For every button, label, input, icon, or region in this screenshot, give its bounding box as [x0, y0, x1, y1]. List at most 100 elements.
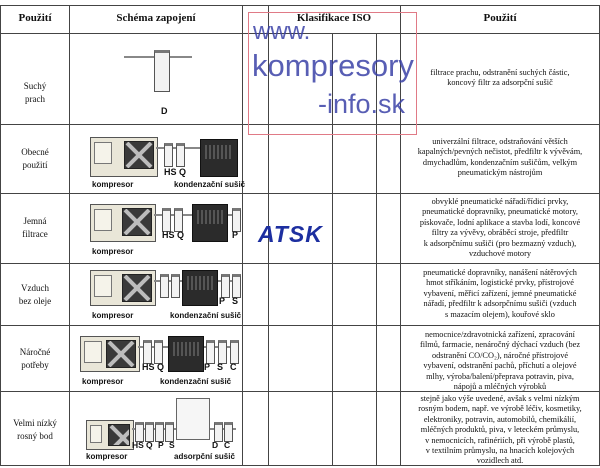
purpose-row6-line6: v textilním průmyslu, na hnacích kolejov… [425, 446, 575, 456]
use-row1-line1: Suchý [23, 81, 47, 91]
compressor-icon [80, 336, 140, 372]
code-s: S [217, 362, 224, 372]
filter-icon [176, 143, 185, 167]
purpose-row5-line1: nemocnice/zdravotnická zařízení, zpracov… [425, 330, 575, 339]
filter-icon [214, 422, 223, 442]
atsk-logo: ATSK [258, 221, 323, 247]
diagram-row4: P S kompresor kondenzační sušič [72, 264, 241, 325]
purpose-row2-line3: dmychadlům, kondenzačním sušičům, velkým [422, 157, 578, 167]
rule-top [0, 5, 600, 6]
label-compressor: kompresor [82, 377, 124, 386]
code-p: P [219, 296, 226, 306]
code-q: Q [177, 230, 185, 240]
adsorption-dryer-icon [176, 398, 210, 440]
filter-icon [224, 422, 233, 442]
purpose-row5-line5: mlhy, výroba/balení/přeprava potravin, p… [426, 371, 574, 381]
purpose-row1-line2: koncový filtr za adsorpční sušič [447, 78, 553, 88]
purpose-row3-line4: filtry za vývěvy, obráběcí stroje, předf… [431, 228, 569, 238]
compressor-icon [90, 270, 156, 306]
label-compressor: kompresor [92, 247, 134, 256]
compressor-icon [90, 137, 158, 177]
compressor-icon [90, 204, 156, 242]
header-purpose: Použití [483, 12, 517, 24]
watermark-domain: kompresory [252, 48, 414, 83]
rule-row3 [0, 263, 600, 264]
compressor-panel [90, 425, 102, 443]
rule-iso-a [268, 5, 269, 466]
diagram-row1: D [72, 34, 239, 124]
label-dryer: kondenzační sušič [174, 180, 246, 189]
use-row3: Jemná filtrace [2, 215, 68, 241]
rule-row2 [0, 193, 600, 194]
rule-row4 [0, 325, 600, 326]
purpose-row4-line3: vybavení, měřicí zařízení, jemné pneumat… [423, 288, 577, 298]
purpose-row3-line5: k adsorpčnímu sušiči (pro bezmazný vzduc… [423, 238, 577, 248]
filter-icon [165, 422, 174, 442]
watermark-frame [248, 12, 417, 135]
label-compressor: kompresor [86, 452, 128, 461]
compressor-fan [106, 340, 136, 368]
compressor-panel [94, 209, 112, 231]
code-q: Q [146, 440, 153, 450]
label-ads-dryer: adsorpční sušič [174, 452, 235, 461]
purpose-row6-line1: stejně jako výše uvedené, avšak s velmi … [420, 394, 580, 403]
purpose-row6: stejně jako výše uvedené, avšak s velmi … [403, 394, 597, 467]
use-row6-line2: rosný bod [17, 431, 53, 441]
filter-icon [145, 422, 154, 442]
purpose-row2: univerzální filtrace, odstraňování větší… [403, 137, 597, 179]
use-row4: Vzduch bez oleje [2, 282, 68, 308]
header-iso: Klasifikace ISO [296, 12, 372, 24]
watermark-tld: -info.sk [318, 89, 406, 119]
code-hs: HS [162, 230, 175, 240]
code-d: D [212, 440, 219, 450]
purpose-row5-line4: vybavení, odstranění pachů, příchutí a o… [423, 361, 577, 371]
purpose-row4-line4: nářadí, předfiltr k adsorpčnímu sušiči (… [423, 299, 577, 309]
filter-icon [154, 50, 170, 92]
compressor-fan [108, 424, 130, 446]
code-p: P [232, 230, 239, 240]
filter-icon [162, 208, 171, 232]
compressor-fan [124, 141, 154, 169]
use-row4-line1: Vzduch [21, 283, 49, 293]
use-row4-line2: bez oleje [18, 296, 52, 306]
purpose-row4-line2: hmot stříkáním, logistické prvky, přístr… [426, 278, 574, 288]
rule-header [0, 33, 600, 34]
use-row1: Suchý prach [2, 80, 68, 106]
compressor-panel [84, 341, 102, 363]
watermark-www: www. [253, 18, 311, 45]
purpose-row2-line1: univerzální filtrace, odstraňování větší… [432, 137, 568, 146]
use-row2-line2: použití [22, 160, 48, 170]
compressor-panel [94, 275, 112, 297]
rule-left [0, 5, 1, 466]
use-row3-line2: filtrace [22, 229, 48, 239]
purpose-row6-line3: elektroniky, potravin, automobilů, chemi… [423, 414, 577, 424]
code-p: P [204, 362, 211, 372]
filter-icon [155, 422, 164, 442]
filter-icon [160, 274, 169, 298]
rule-iso-c [376, 33, 377, 466]
rule-row1 [0, 124, 600, 125]
filter-icon [154, 340, 163, 364]
dryer-icon [192, 204, 228, 242]
code-c: C [224, 440, 231, 450]
filter-icon [164, 143, 173, 167]
purpose-row2-line4: pneumatickým nástrojům [457, 168, 543, 178]
diagram-row5: HS Q P S C kompresor kondenzační sušič [72, 326, 239, 391]
diagram-row6: HS Q P S D C kompresor adsorpční sušič [72, 392, 239, 465]
use-row1-line2: prach [25, 94, 45, 104]
purpose-row5: nemocnice/zdravotnická zařízení, zpracov… [403, 330, 597, 392]
purpose-row4-line1: pneumatické dopravníky, nanášení nátěrov… [423, 268, 577, 277]
code-hs: HS [164, 167, 177, 177]
code-q: Q [157, 362, 165, 372]
use-row5-line2: potřeby [21, 360, 49, 370]
use-row5: Náročné potřeby [2, 346, 68, 372]
purpose-row5-line3: odstranění CO/CO₂), náročné přístrojové [431, 350, 569, 360]
filter-icon [171, 274, 180, 298]
dryer-grill [205, 145, 233, 159]
purpose-row2-line2: kapalných/pevných nečistot, předfiltr k … [417, 147, 583, 157]
purpose-row3-line6: vzduchové motory [469, 249, 531, 259]
rule-bottom [0, 465, 600, 466]
use-row3-line1: Jemná [23, 216, 47, 226]
filter-icon [174, 208, 183, 232]
